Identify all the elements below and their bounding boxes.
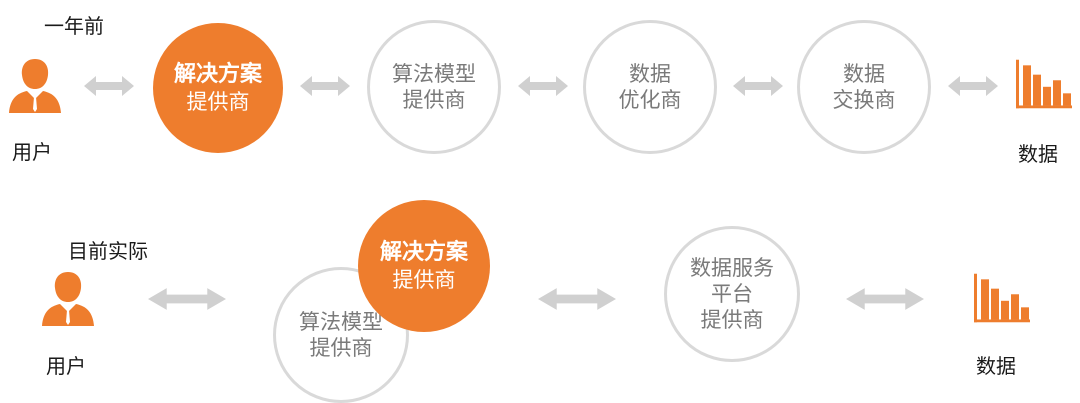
data-optimizer-node: 数据 优化商 — [583, 20, 717, 154]
node-line: 提供商 — [402, 88, 466, 112]
node-line: 提供商 — [186, 89, 250, 114]
solution-provider-node: 解决方案 提供商 — [358, 200, 490, 332]
double-arrow-icon — [518, 74, 568, 98]
node-line: 算法模型 — [392, 61, 476, 86]
solution-provider-node: 解决方案 提供商 — [153, 23, 283, 153]
data-label: 数据 — [1018, 142, 1058, 166]
user-icon — [5, 55, 65, 115]
node-line: 数据 — [843, 61, 885, 86]
data-service-platform-node: 数据服务 平台 提供商 — [664, 226, 800, 362]
data-exchange-node: 数据 交换商 — [797, 20, 931, 154]
user-label: 用户 — [46, 354, 86, 378]
node-line: 数据 — [629, 61, 671, 86]
bar-chart-icon — [972, 270, 1032, 326]
node-line: 算法模型 — [299, 309, 383, 334]
row-label-current: 目前实际 — [68, 239, 148, 263]
node-line: 提供商 — [700, 308, 764, 333]
double-arrow-icon — [846, 286, 924, 312]
node-line: 解决方案 — [379, 240, 468, 266]
double-arrow-icon — [84, 74, 134, 98]
double-arrow-icon — [300, 74, 350, 98]
double-arrow-icon — [733, 74, 783, 98]
bar-chart-icon — [1014, 56, 1074, 112]
node-line: 数据服务 — [690, 255, 774, 280]
double-arrow-icon — [948, 74, 998, 98]
node-line: 交换商 — [832, 88, 896, 112]
node-line: 优化商 — [618, 88, 682, 112]
double-arrow-icon — [538, 286, 616, 312]
user-label: 用户 — [12, 140, 52, 164]
data-label: 数据 — [976, 354, 1016, 378]
node-line: 解决方案 — [173, 62, 262, 88]
user-icon — [38, 268, 98, 328]
row-label-before: 一年前 — [44, 14, 104, 38]
double-arrow-icon — [148, 286, 226, 312]
node-line: 提供商 — [392, 267, 456, 292]
node-line: 平台 — [711, 281, 753, 306]
node-line: 提供商 — [309, 336, 373, 360]
algorithm-provider-node: 算法模型 提供商 — [367, 20, 501, 154]
